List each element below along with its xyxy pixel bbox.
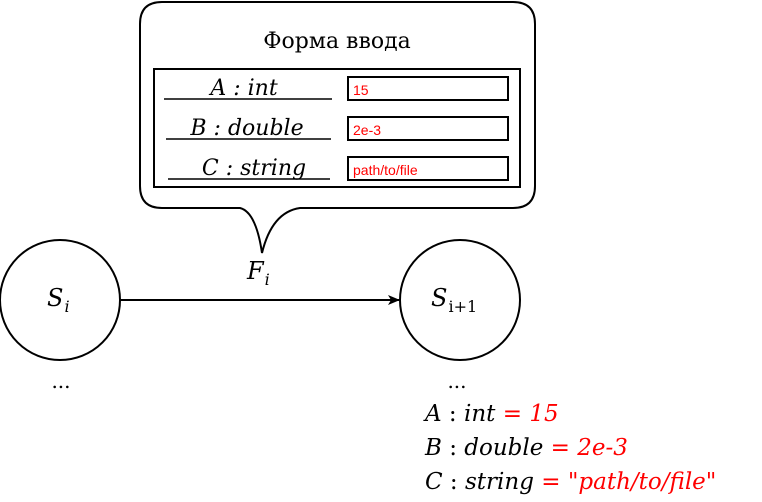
state-next-main: S <box>431 284 447 312</box>
result-type-a: int <box>464 401 496 427</box>
result-row-a: A : int = 15 <box>423 401 559 427</box>
state-current-dots: ... <box>51 369 70 393</box>
field-input-c[interactable] <box>347 156 509 181</box>
state-next-sub: i+1 <box>448 297 477 316</box>
result-var-c: C <box>425 469 443 495</box>
result-type-c: string <box>465 469 534 495</box>
result-assignments: A : int = 15 B : double = 2e-3 C : strin… <box>423 401 716 495</box>
field-value-a: 15 <box>353 82 369 98</box>
field-input-a[interactable] <box>347 76 509 101</box>
state-next-dots: ... <box>447 369 466 393</box>
field-label-c: C : string <box>202 156 306 181</box>
result-eq-a: = <box>503 401 522 427</box>
state-current-label: Si <box>47 284 70 316</box>
state-node-next <box>399 239 521 361</box>
result-value-b: 2e-3 <box>576 435 628 461</box>
field-value-c: path/to/file <box>353 162 418 178</box>
transition-label-sub: i <box>265 270 270 289</box>
transition-label: Fi <box>246 257 270 289</box>
state-current-main: S <box>47 284 63 312</box>
result-type-b: double <box>464 435 543 461</box>
result-eq-b: = <box>551 435 570 461</box>
result-value-c: "path/to/file" <box>568 469 717 495</box>
field-label-a: A : int <box>208 76 277 101</box>
field-label-b: B : double <box>189 116 303 141</box>
state-current-sub: i <box>64 297 69 316</box>
field-value-b: 2e-3 <box>353 122 381 138</box>
form-title: Форма ввода <box>263 29 411 54</box>
state-next-label: Si+1 <box>431 284 477 316</box>
result-eq-c: = <box>541 469 560 495</box>
transition-label-main: F <box>246 257 265 285</box>
result-var-a: A <box>423 401 442 427</box>
result-row-c: C : string = "path/to/file" <box>425 469 716 495</box>
result-row-b: B : double = 2e-3 <box>424 435 628 461</box>
result-var-b: B <box>424 435 442 461</box>
result-value-a: 15 <box>529 401 558 427</box>
field-input-b[interactable] <box>347 116 509 141</box>
